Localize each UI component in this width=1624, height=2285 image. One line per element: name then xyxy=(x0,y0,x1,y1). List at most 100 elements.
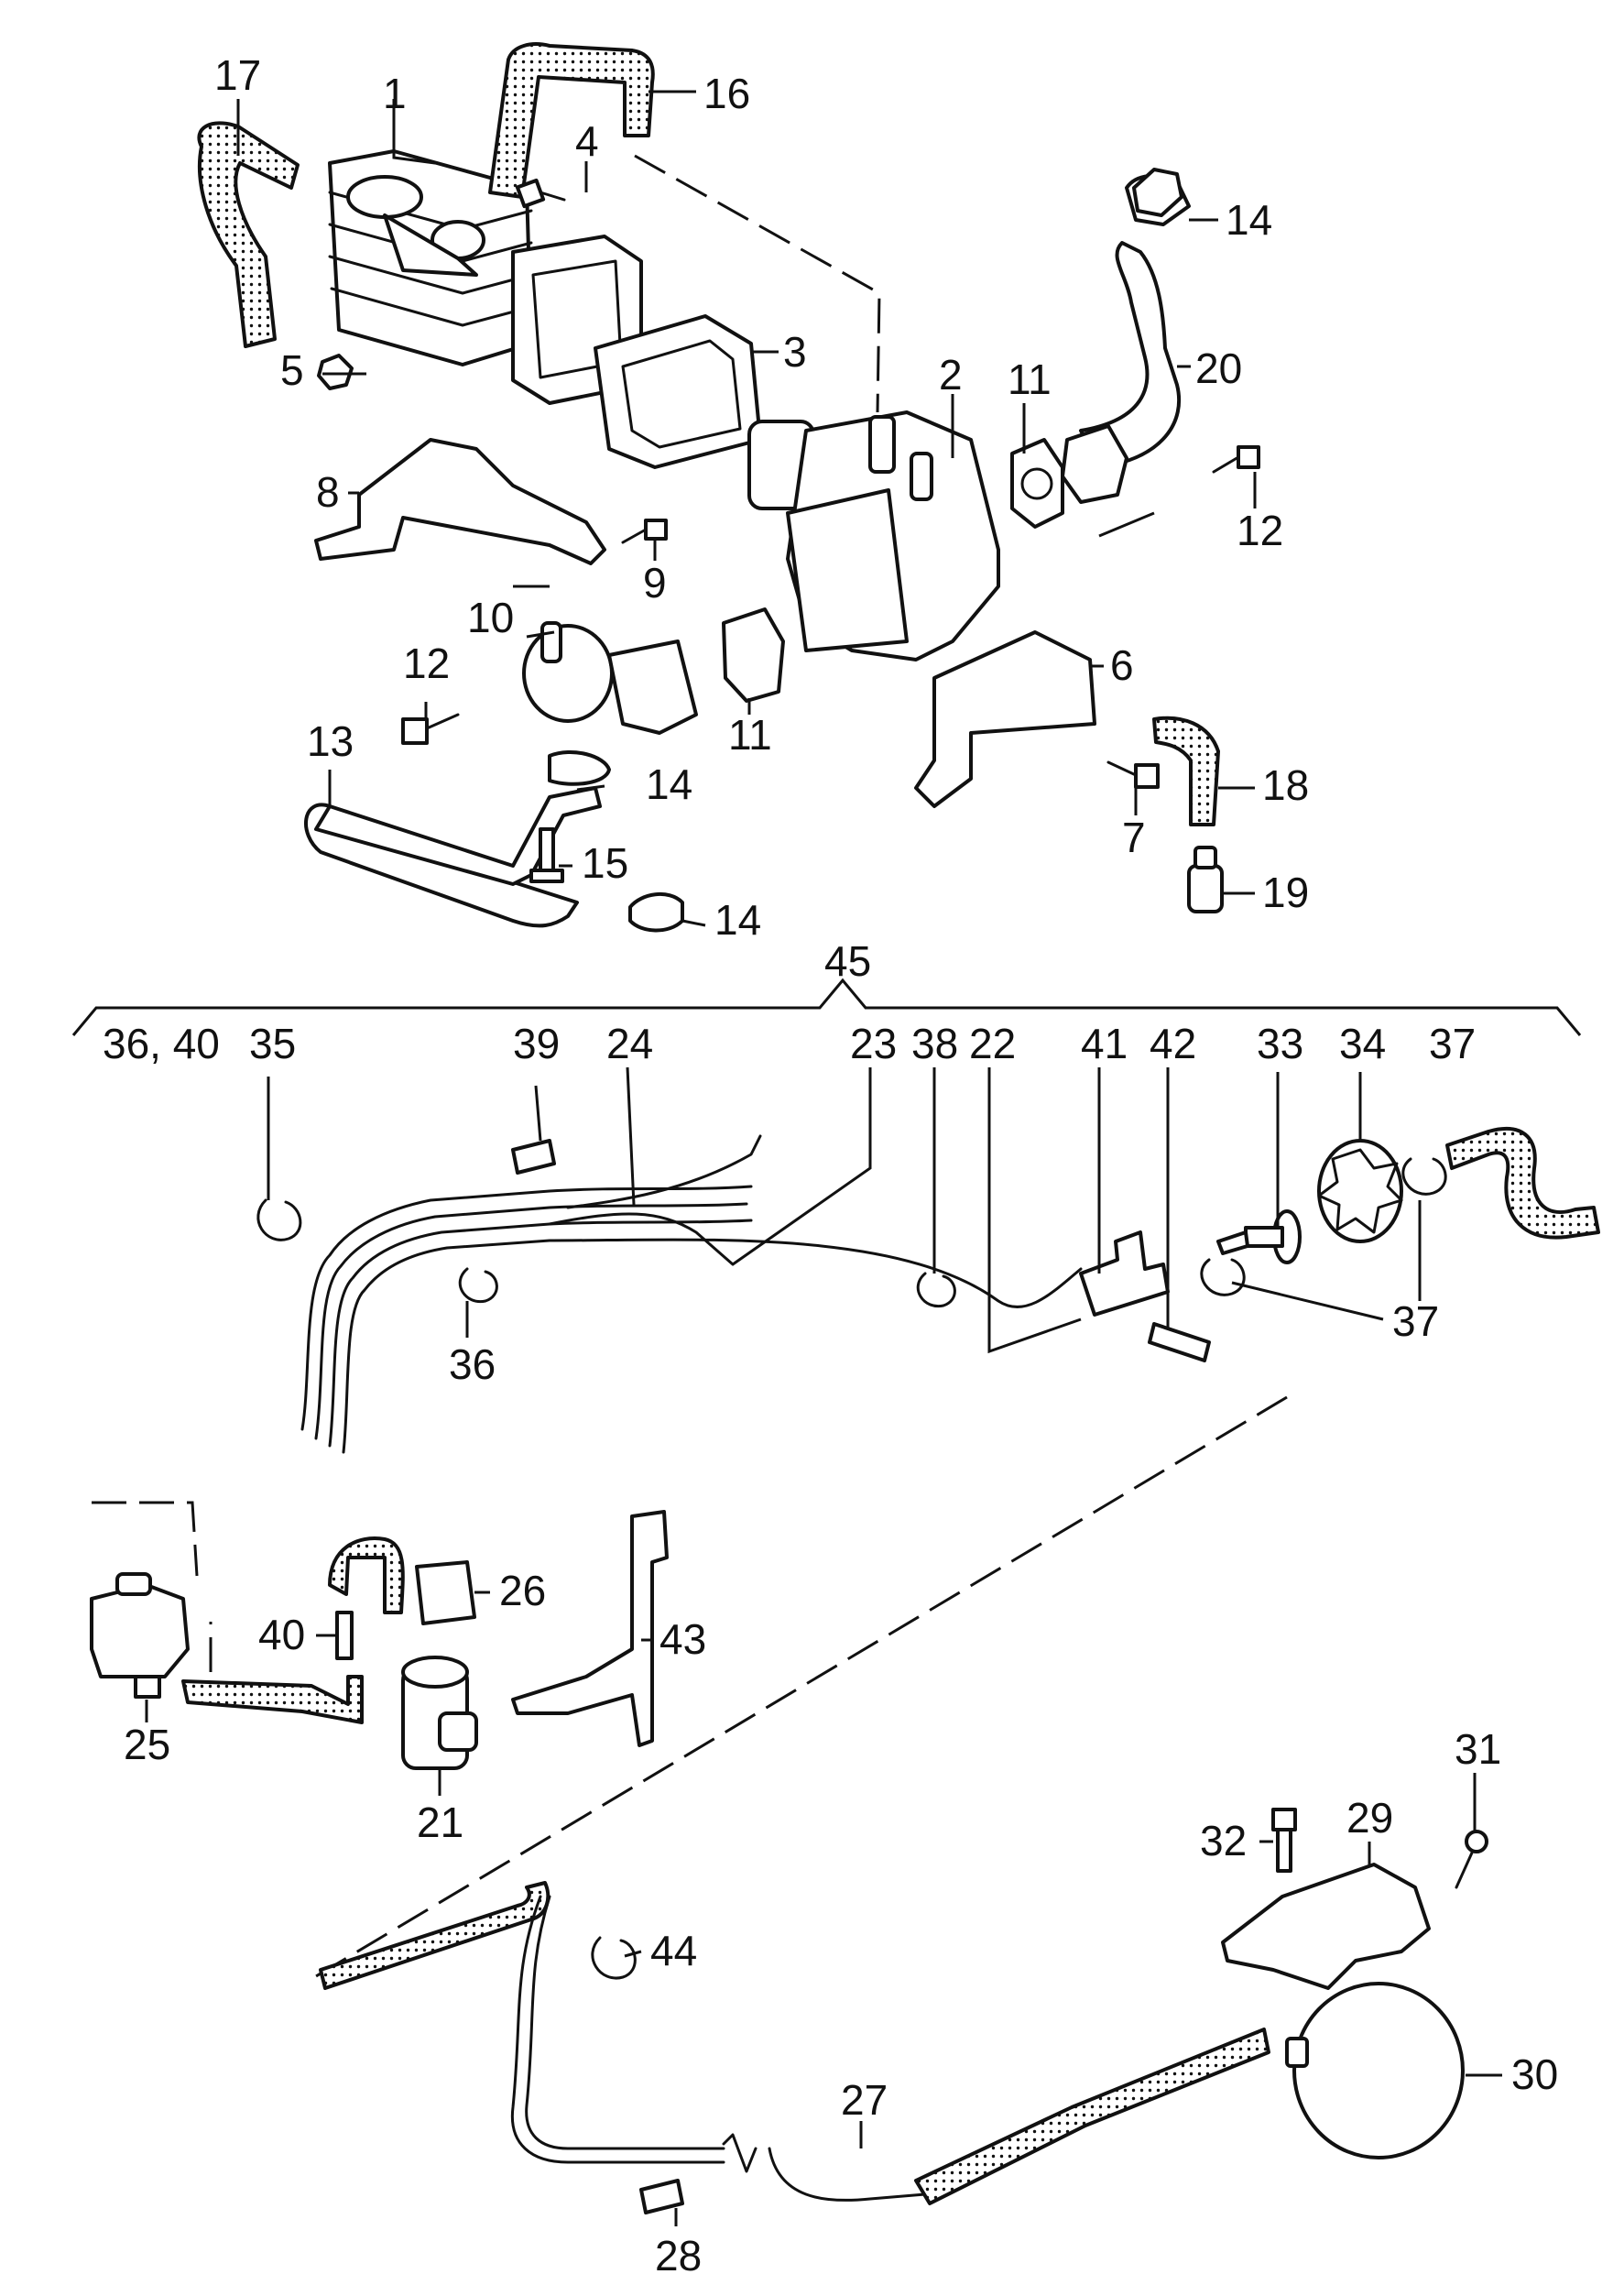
callout-27: 27 xyxy=(841,2076,888,2124)
egr-valve-2 xyxy=(747,410,1000,661)
gasket-14-low xyxy=(628,891,684,933)
gasket-14-mid xyxy=(548,750,611,786)
callout-25: 25 xyxy=(124,1721,170,1768)
hose-25 xyxy=(181,1675,364,1724)
clamp-44 xyxy=(591,1936,637,1980)
callout-14-mid: 14 xyxy=(646,760,692,808)
callout-19: 19 xyxy=(1262,869,1309,916)
callout-20: 20 xyxy=(1195,344,1242,392)
pipe-20 xyxy=(1061,173,1191,504)
callout-37-top: 37 xyxy=(1429,1020,1476,1067)
callout-26: 26 xyxy=(499,1567,546,1614)
clamp-37-upper xyxy=(1401,1157,1447,1196)
callout-7: 7 xyxy=(1122,814,1146,861)
screw-9 xyxy=(621,519,668,544)
callout-18: 18 xyxy=(1262,761,1309,809)
callout-numbers: 17 1 16 4 14 2 11 20 3 5 8 12 9 10 12 6 … xyxy=(103,51,1558,2280)
callout-5: 5 xyxy=(280,346,304,394)
clip-39 xyxy=(511,1139,556,1175)
callout-leader-lines xyxy=(145,90,1502,2226)
vacuum-reservoir-30 xyxy=(1285,1982,1465,2159)
callout-35: 35 xyxy=(249,1020,296,1067)
fitting-19 xyxy=(1187,846,1224,913)
callout-42: 42 xyxy=(1150,1020,1196,1067)
callout-30: 30 xyxy=(1511,2050,1558,2098)
gasket-14-top xyxy=(1132,168,1183,217)
callout-12-left: 12 xyxy=(403,640,450,687)
hose-16 xyxy=(488,42,655,199)
solenoid-valve-25 xyxy=(90,1572,190,1699)
bracket-6 xyxy=(914,630,1096,808)
callout-16: 16 xyxy=(703,70,750,117)
callout-39: 39 xyxy=(513,1020,560,1067)
bolt-7 xyxy=(1106,760,1160,789)
gasket-11-upper xyxy=(1010,438,1064,529)
callout-38: 38 xyxy=(911,1020,958,1067)
callout-12-right: 12 xyxy=(1237,507,1283,554)
gasket-11-lower xyxy=(722,607,785,703)
clip-28 xyxy=(639,2179,684,2214)
callout-4: 4 xyxy=(575,117,599,165)
callout-9: 9 xyxy=(643,559,667,607)
clamp-37-lower xyxy=(1200,1258,1246,1296)
callout-15: 15 xyxy=(582,839,628,887)
callout-11-lower: 11 xyxy=(728,711,772,759)
clamp-38 xyxy=(916,1272,956,1308)
tee-connector-41 xyxy=(1079,1230,1170,1317)
callout-24: 24 xyxy=(606,1020,653,1067)
callout-36: 36 xyxy=(449,1340,496,1388)
callout-32: 32 xyxy=(1200,1817,1247,1864)
callout-37-lower: 37 xyxy=(1392,1297,1439,1345)
screw-31 xyxy=(1455,1830,1488,1889)
callout-45: 45 xyxy=(824,937,871,985)
callout-41: 41 xyxy=(1081,1020,1128,1067)
clamp-36 xyxy=(458,1267,498,1304)
gasket-3 xyxy=(594,314,762,469)
hose-37 xyxy=(1445,1126,1600,1240)
vacuum-line-bundle xyxy=(300,1134,1083,1454)
check-valve-33 xyxy=(1216,1209,1302,1264)
callout-21: 21 xyxy=(417,1798,463,1846)
assembly-brace-45 xyxy=(71,978,1582,1036)
callout-44: 44 xyxy=(650,1927,697,1974)
callout-3: 3 xyxy=(783,328,807,376)
connector-42 xyxy=(1148,1322,1211,1362)
pressure-converter-21 xyxy=(401,1656,478,1770)
callout-2: 2 xyxy=(939,351,963,399)
bolt-15 xyxy=(529,827,564,883)
callout-33: 33 xyxy=(1257,1020,1303,1067)
callout-8: 8 xyxy=(316,468,340,516)
callout-34: 34 xyxy=(1339,1020,1386,1067)
bolt-4 xyxy=(515,178,566,209)
callout-17: 17 xyxy=(214,51,261,99)
bracket-29 xyxy=(1221,1863,1431,1990)
bolt-12-left xyxy=(401,713,460,745)
bolt-12-right xyxy=(1212,445,1260,474)
callout-29: 29 xyxy=(1346,1794,1393,1842)
callout-1: 1 xyxy=(383,70,407,117)
hose-40-loop xyxy=(328,1536,405,1614)
callout-28: 28 xyxy=(655,2232,702,2280)
callout-6: 6 xyxy=(1110,641,1134,689)
callout-11-upper: 11 xyxy=(1008,355,1052,403)
callout-40: 40 xyxy=(258,1611,305,1658)
callout-36-40: 36, 40 xyxy=(103,1020,220,1067)
callout-13: 13 xyxy=(307,717,354,765)
callout-31: 31 xyxy=(1455,1725,1501,1773)
bracket-8 xyxy=(314,438,606,565)
egr-cooler-1 xyxy=(328,149,533,366)
callout-10: 10 xyxy=(467,594,514,641)
filter-34 xyxy=(1317,1139,1403,1243)
nut-5 xyxy=(317,354,354,390)
clamp-35 xyxy=(256,1198,302,1241)
callout-22: 22 xyxy=(969,1020,1016,1067)
hose-17 xyxy=(197,121,300,348)
callout-23: 23 xyxy=(850,1020,897,1067)
hose-18 xyxy=(1152,716,1220,826)
connector-40 xyxy=(335,1611,354,1660)
bracket-43 xyxy=(511,1510,669,1747)
callout-43: 43 xyxy=(659,1615,706,1663)
callout-14-top: 14 xyxy=(1226,196,1272,244)
bolt-32 xyxy=(1271,1808,1297,1873)
